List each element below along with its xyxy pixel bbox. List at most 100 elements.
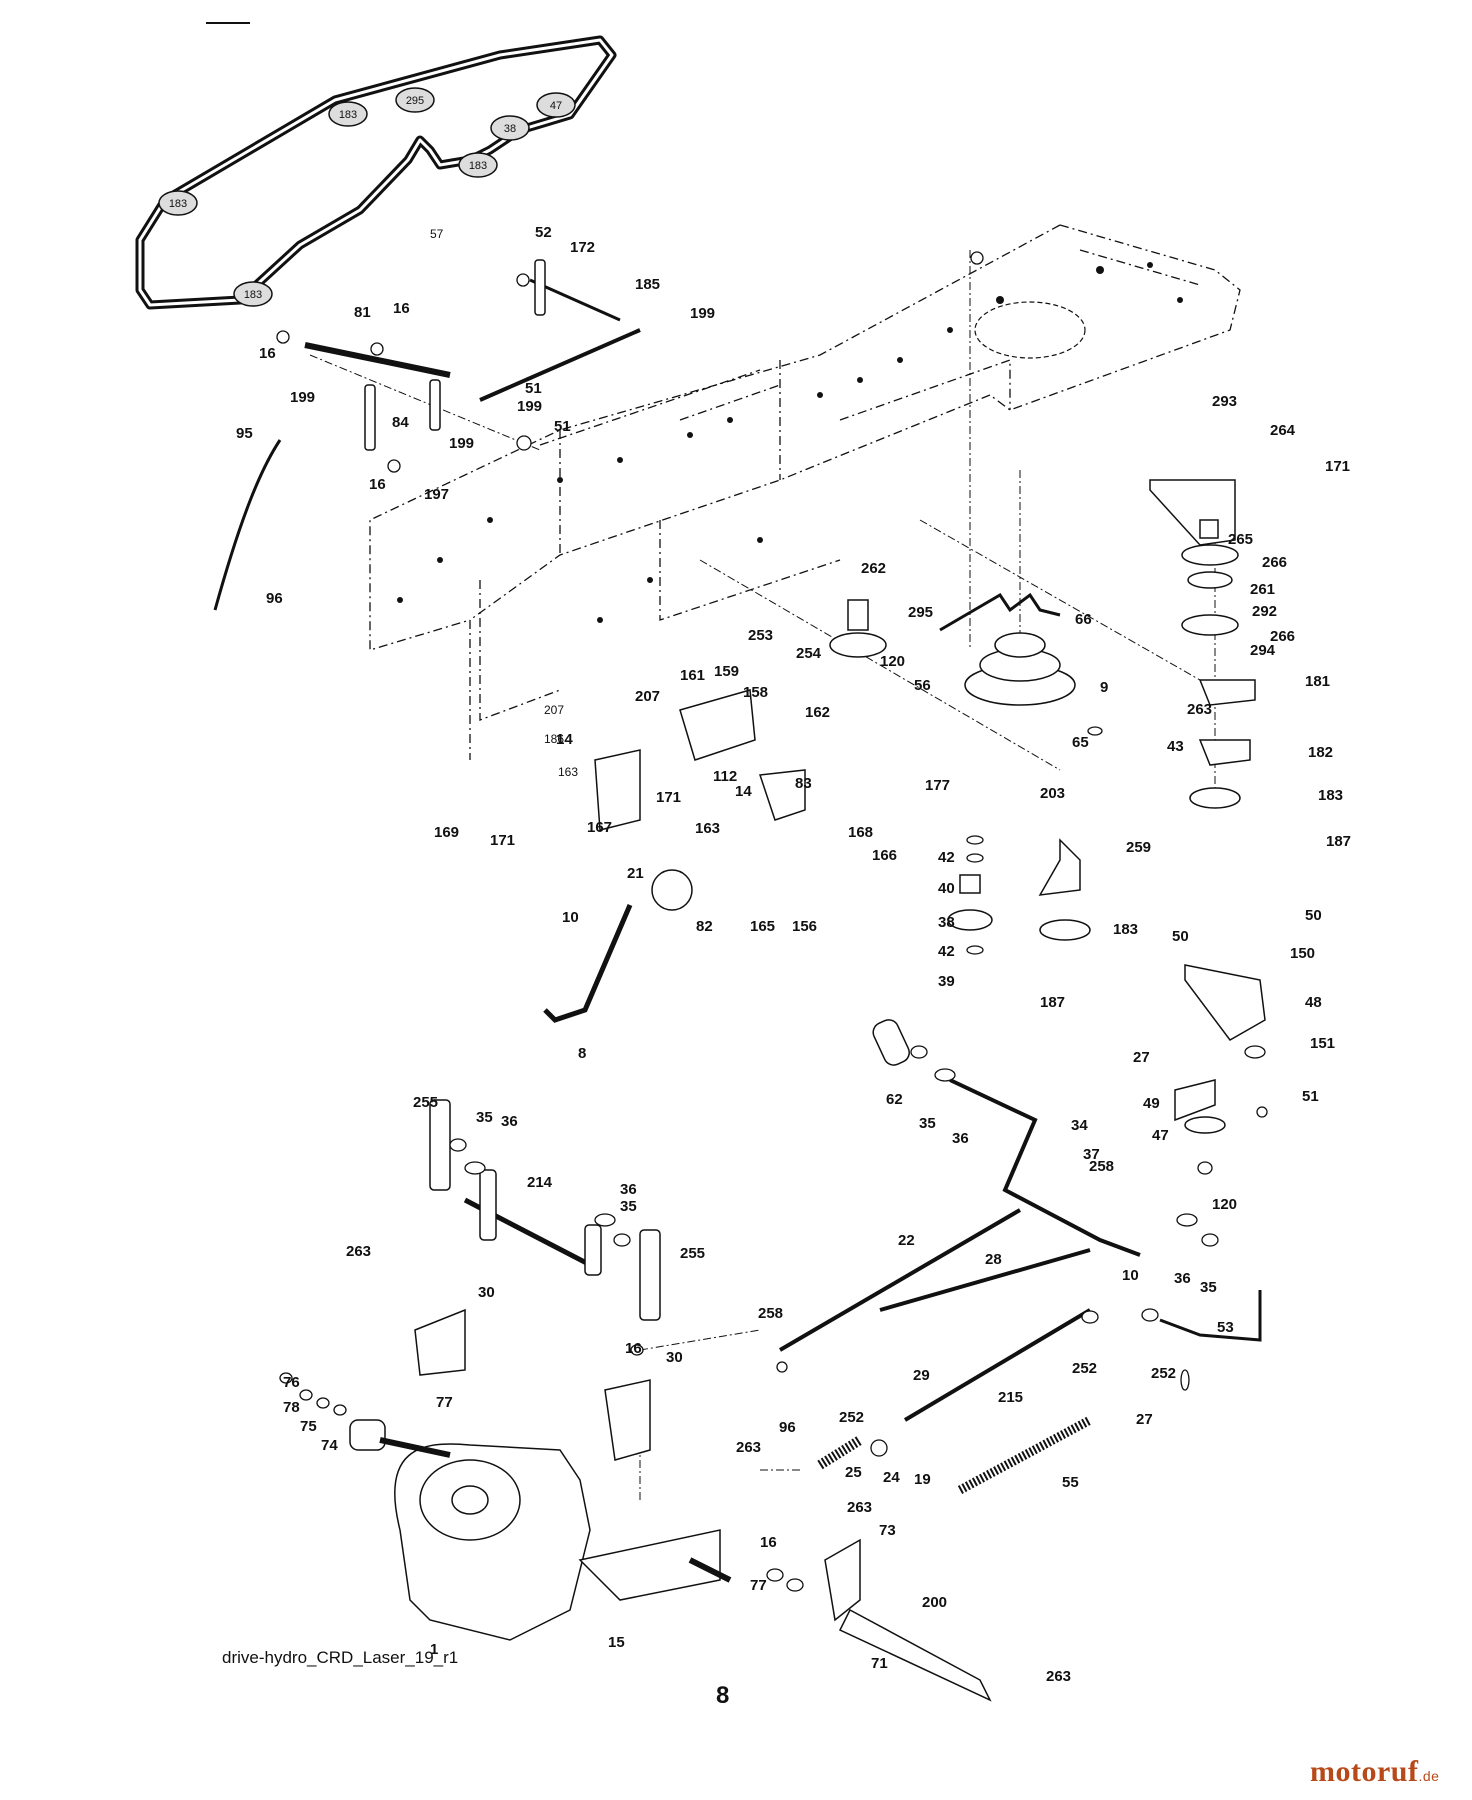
- callout-40: 40: [938, 880, 955, 897]
- callout-263: 263: [847, 1499, 872, 1516]
- callout-49: 49: [1143, 1095, 1160, 1112]
- callout-71: 71: [871, 1655, 888, 1672]
- callout-76: 76: [283, 1374, 300, 1391]
- callout-261: 261: [1250, 581, 1275, 598]
- callout-65: 65: [1072, 734, 1089, 751]
- callout-16: 16: [259, 345, 276, 362]
- pulley-47: 47: [536, 92, 576, 118]
- callout-14: 14: [556, 731, 573, 748]
- callout-39: 39: [938, 973, 955, 990]
- callout-35: 35: [476, 1109, 493, 1126]
- pulley-295: 295: [395, 87, 435, 113]
- callout-187: 187: [1040, 994, 1065, 1011]
- callout-50: 50: [1305, 907, 1322, 924]
- callout-172: 172: [570, 239, 595, 256]
- callout-43: 43: [1167, 738, 1184, 755]
- callout-159: 159: [714, 663, 739, 680]
- pulley-183-c: 183: [458, 152, 498, 178]
- svg-text:47: 47: [550, 100, 562, 112]
- callout-27: 27: [1136, 1411, 1153, 1428]
- callout-165: 165: [750, 918, 775, 935]
- belt-pulley-labels: 183 295 38 47 183 183 183: [158, 87, 576, 307]
- callout-77: 77: [750, 1577, 767, 1594]
- callout-42: 42: [938, 943, 955, 960]
- callout-24: 24: [883, 1469, 900, 1486]
- callout-181: 181: [1305, 673, 1330, 690]
- pulley-183-b: 183: [328, 101, 368, 127]
- callout-35: 35: [620, 1198, 637, 1215]
- callout-120: 120: [880, 653, 905, 670]
- callout-266: 266: [1270, 628, 1295, 645]
- callout-167: 167: [587, 819, 612, 836]
- callout-182: 182: [1308, 744, 1333, 761]
- callout-199: 199: [690, 305, 715, 322]
- callout-177: 177: [925, 777, 950, 794]
- svg-text:295: 295: [406, 95, 424, 107]
- callout-16: 16: [760, 1534, 777, 1551]
- brand-logo: motoruf.de: [1310, 1755, 1439, 1789]
- callout-78: 78: [283, 1399, 300, 1416]
- frame-holes: [397, 262, 1183, 623]
- callout-199: 199: [449, 435, 474, 452]
- callout-258: 258: [758, 1305, 783, 1322]
- callout-168: 168: [848, 824, 873, 841]
- callout-207: 207: [635, 688, 660, 705]
- callout-19: 19: [914, 1471, 931, 1488]
- callout-73: 73: [879, 1522, 896, 1539]
- diagram-caption: drive-hydro_CRD_Laser_19_r1: [222, 1648, 459, 1667]
- callout-255: 255: [413, 1094, 438, 1111]
- callout-95: 95: [236, 425, 253, 442]
- callout-75: 75: [300, 1418, 317, 1435]
- callout-37: 37: [1083, 1146, 1100, 1163]
- callout-81: 81: [354, 304, 371, 321]
- callout-166: 166: [872, 847, 897, 864]
- callout-30: 30: [478, 1284, 495, 1301]
- callout-51: 51: [1302, 1088, 1319, 1105]
- callout-27: 27: [1133, 1049, 1150, 1066]
- callout-62: 62: [886, 1091, 903, 1108]
- callout-203: 203: [1040, 785, 1065, 802]
- callout-200: 200: [922, 1594, 947, 1611]
- svg-text:183: 183: [169, 198, 187, 210]
- callout-36: 36: [952, 1130, 969, 1147]
- callout-266: 266: [1262, 554, 1287, 571]
- callout-120: 120: [1212, 1196, 1237, 1213]
- callout-28: 28: [985, 1251, 1002, 1268]
- callout-47: 47: [1152, 1127, 1169, 1144]
- svg-text:183: 183: [469, 160, 487, 172]
- callout-112: 112: [713, 768, 737, 785]
- callout-29: 29: [913, 1367, 930, 1384]
- svg-text:183: 183: [339, 109, 357, 121]
- callout-171: 171: [1325, 458, 1350, 475]
- svg-text:183: 183: [244, 289, 262, 301]
- drive-belt: [135, 35, 617, 310]
- callout-16: 16: [625, 1340, 642, 1357]
- pulley-183-d: 183: [233, 281, 273, 307]
- callout-185: 185: [635, 276, 660, 293]
- callout-8: 8: [578, 1045, 586, 1062]
- callout-56: 56: [914, 677, 931, 694]
- fasteners: [276, 251, 1268, 1592]
- callout-30: 30: [666, 1349, 683, 1366]
- callout-48: 48: [1305, 994, 1322, 1011]
- callout-84: 84: [392, 414, 409, 431]
- callout-207: 207: [544, 703, 564, 717]
- callout-38: 38: [938, 914, 955, 931]
- callout-263: 263: [1046, 1668, 1071, 1685]
- callout-34: 34: [1071, 1117, 1088, 1134]
- svg-text:38: 38: [504, 123, 516, 135]
- callout-55: 55: [1062, 1474, 1079, 1491]
- callout-259: 259: [1126, 839, 1151, 856]
- callout-265: 265: [1228, 531, 1253, 548]
- callout-252: 252: [1072, 1360, 1097, 1377]
- callout-187: 187: [1326, 833, 1351, 850]
- callout-74: 74: [321, 1437, 338, 1454]
- callout-252: 252: [1151, 1365, 1176, 1382]
- callout-36: 36: [1174, 1270, 1191, 1287]
- callout-16: 16: [369, 476, 386, 493]
- callout-183: 183: [1318, 787, 1343, 804]
- callout-15: 15: [608, 1634, 625, 1651]
- callout-77: 77: [436, 1394, 453, 1411]
